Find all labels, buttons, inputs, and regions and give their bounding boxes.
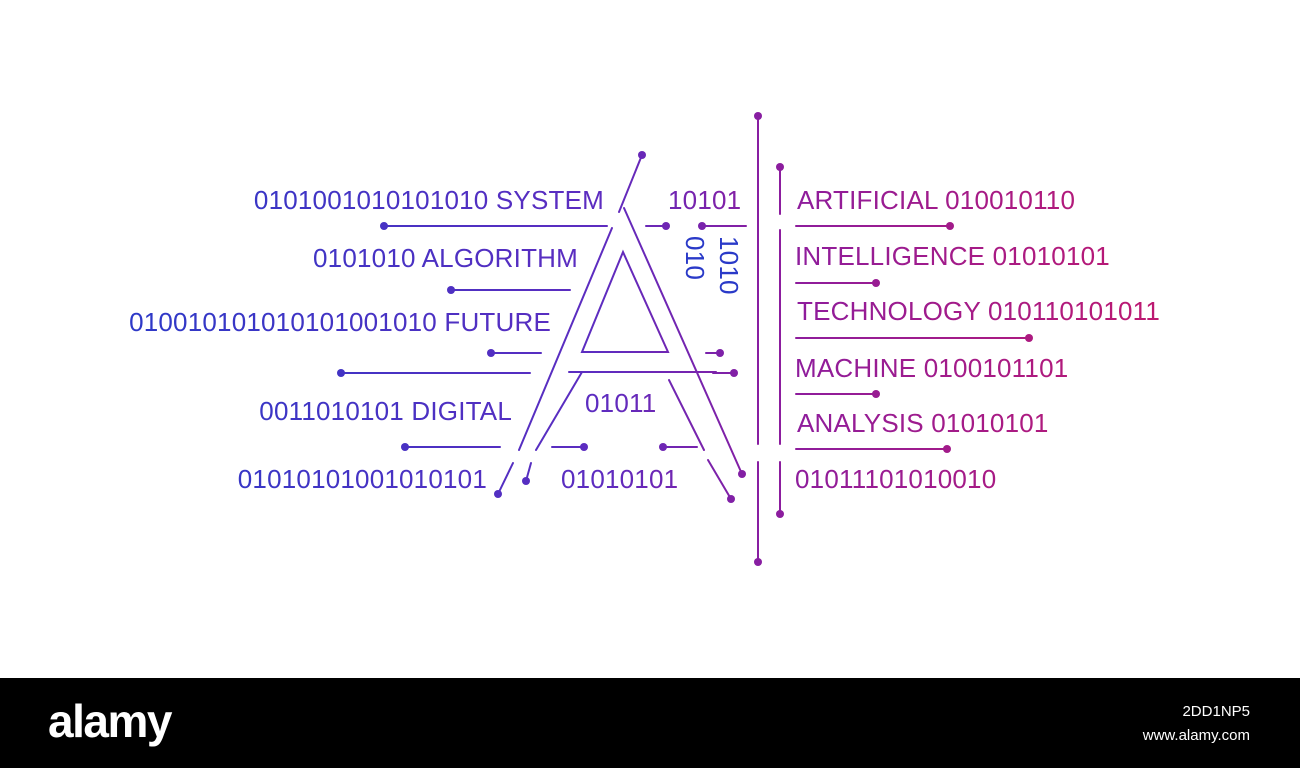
right-word-intelligence: INTELLIGENCE 01010101 xyxy=(795,241,1110,271)
image-id: 2DD1NP5 xyxy=(1182,703,1250,720)
right-word-artificial: ARTIFICIAL 010010110 xyxy=(797,185,1075,215)
watermark-meta: 2DD1NP5 www.alamy.com xyxy=(1143,700,1250,748)
center-word-vertical-b: 1010 xyxy=(714,236,744,295)
center-word-vertical-a: 010 xyxy=(680,236,710,280)
site-url: www.alamy.com xyxy=(1142,727,1250,744)
watermark-bar: alamy 2DD1NP5 www.alamy.com xyxy=(0,678,1300,768)
right-word-technology: TECHNOLOGY 010110101011 xyxy=(797,296,1160,326)
left-word-future: 010010101010101001010 FUTURE xyxy=(129,307,551,337)
right-word-machine: MACHINE 0100101101 xyxy=(795,353,1068,383)
right-word-analysis: ANALYSIS 01010101 xyxy=(797,408,1049,438)
left-word-digital: 0011010101 DIGITAL xyxy=(259,396,512,426)
left-word-system: 0101001010101010 SYSTEM xyxy=(254,185,604,215)
left-word-algorithm: 0101010 ALGORITHM xyxy=(313,243,578,273)
right-word-list: ARTIFICIAL 010010110 INTELLIGENCE 010101… xyxy=(795,185,1160,494)
letter-i-outline xyxy=(757,115,781,563)
letter-i-nodes xyxy=(754,112,784,566)
circuit-nodes xyxy=(337,151,1033,503)
center-word-bottom: 01010101 xyxy=(561,464,678,494)
letter-a-counter xyxy=(580,249,670,353)
left-word-binary: 01010101001010101 xyxy=(238,464,487,494)
center-word-inner: 01011 xyxy=(585,388,656,418)
alamy-logo: alamy xyxy=(48,695,172,747)
left-word-list: 0101001010101010 SYSTEM 0101010 ALGORITH… xyxy=(129,185,604,494)
ai-circuit-artwork: 0101001010101010 SYSTEM 0101010 ALGORITH… xyxy=(129,112,1160,566)
center-word-top: 10101 xyxy=(668,185,741,215)
center-word-list: 10101 010 1010 01011 01010101 xyxy=(561,185,744,494)
right-word-binary: 01011101010010 xyxy=(795,464,996,494)
letter-a-outline xyxy=(497,154,743,500)
